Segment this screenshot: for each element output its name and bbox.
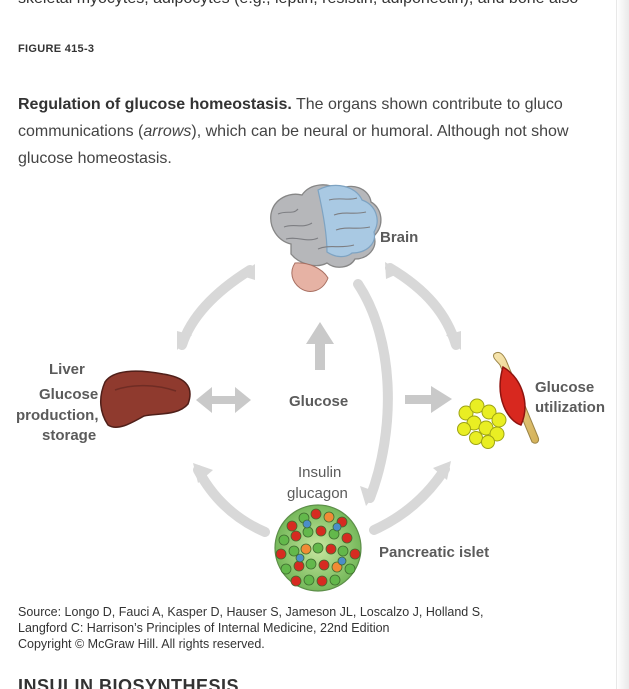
source-line-3: Copyright © McGraw Hill. All rights rese… <box>18 637 265 651</box>
caption-line-1: Regulation of glucose homeostasis. The o… <box>18 91 622 118</box>
glucose-muscle-arrow-shaft <box>405 395 431 404</box>
liver-glucose-double-arrow-shaft <box>207 396 235 404</box>
source-line-1: Source: Longo D, Fauci A, Kasper D, Haus… <box>18 605 484 619</box>
utilization-line-1: Glucose <box>535 379 594 396</box>
liver-line-1: Glucose <box>39 386 98 403</box>
muscle-fat-image <box>457 351 539 449</box>
caption-text: The organs shown contribute to gluco <box>295 96 563 113</box>
glucose-center-label: Glucose <box>289 393 348 410</box>
glucagon-label: glucagon <box>287 485 348 502</box>
pancreatic-islet-label: Pancreatic islet <box>379 544 489 561</box>
liver-islet-arrow <box>193 465 270 537</box>
brain-liver-arrow <box>177 265 255 350</box>
utilization-line-2: utilization <box>535 399 605 416</box>
liver-line-2: production, <box>16 407 99 424</box>
insulin-label: Insulin <box>298 464 341 481</box>
brain-label: Brain <box>380 229 418 246</box>
glucose-up-arrow-shaft <box>315 341 325 370</box>
figure-caption: Regulation of glucose homeostasis. The o… <box>18 91 622 172</box>
glucose-homeostasis-figure: Brain Liver Glucose production, storage … <box>0 180 617 605</box>
caption-arrows-text: arrows <box>143 123 192 140</box>
liver-image <box>100 370 191 428</box>
scrollbar-edge[interactable] <box>616 0 629 689</box>
brain-muscle-arrow <box>385 263 461 350</box>
islet-muscle-arrow <box>369 464 450 535</box>
caption-line-2: communications (arrows), which can be ne… <box>18 118 622 145</box>
circulation-arrows <box>177 262 461 537</box>
pancreatic-islet-image <box>274 504 362 592</box>
clipped-body-text: skeletal myocytes, adipocytes (e.g., lep… <box>18 0 578 8</box>
figure-source: Source: Longo D, Fauci A, Kasper D, Haus… <box>18 604 484 652</box>
caption-line-3: glucose homeostasis. <box>18 150 172 167</box>
source-line-2: Langford C: Harrison’s Principles of Int… <box>18 621 390 635</box>
figure-label: FIGURE 415-3 <box>18 43 95 55</box>
liver-line-3: storage <box>42 427 96 444</box>
section-heading: INSULIN BIOSYNTHESIS <box>18 676 240 689</box>
liver-title: Liver <box>49 361 85 378</box>
brain-image <box>270 184 382 292</box>
caption-line-2-before: communications ( <box>18 123 144 140</box>
caption-title: Regulation of glucose homeostasis. <box>18 96 292 113</box>
glucose-homeostasis-diagram: Brain Liver Glucose production, storage … <box>16 184 605 592</box>
glucose-up-arrow-head <box>306 322 334 344</box>
brain-islet-arrow <box>353 279 393 503</box>
caption-line-2-after: ), which can be neural or humoral. Altho… <box>191 123 569 140</box>
